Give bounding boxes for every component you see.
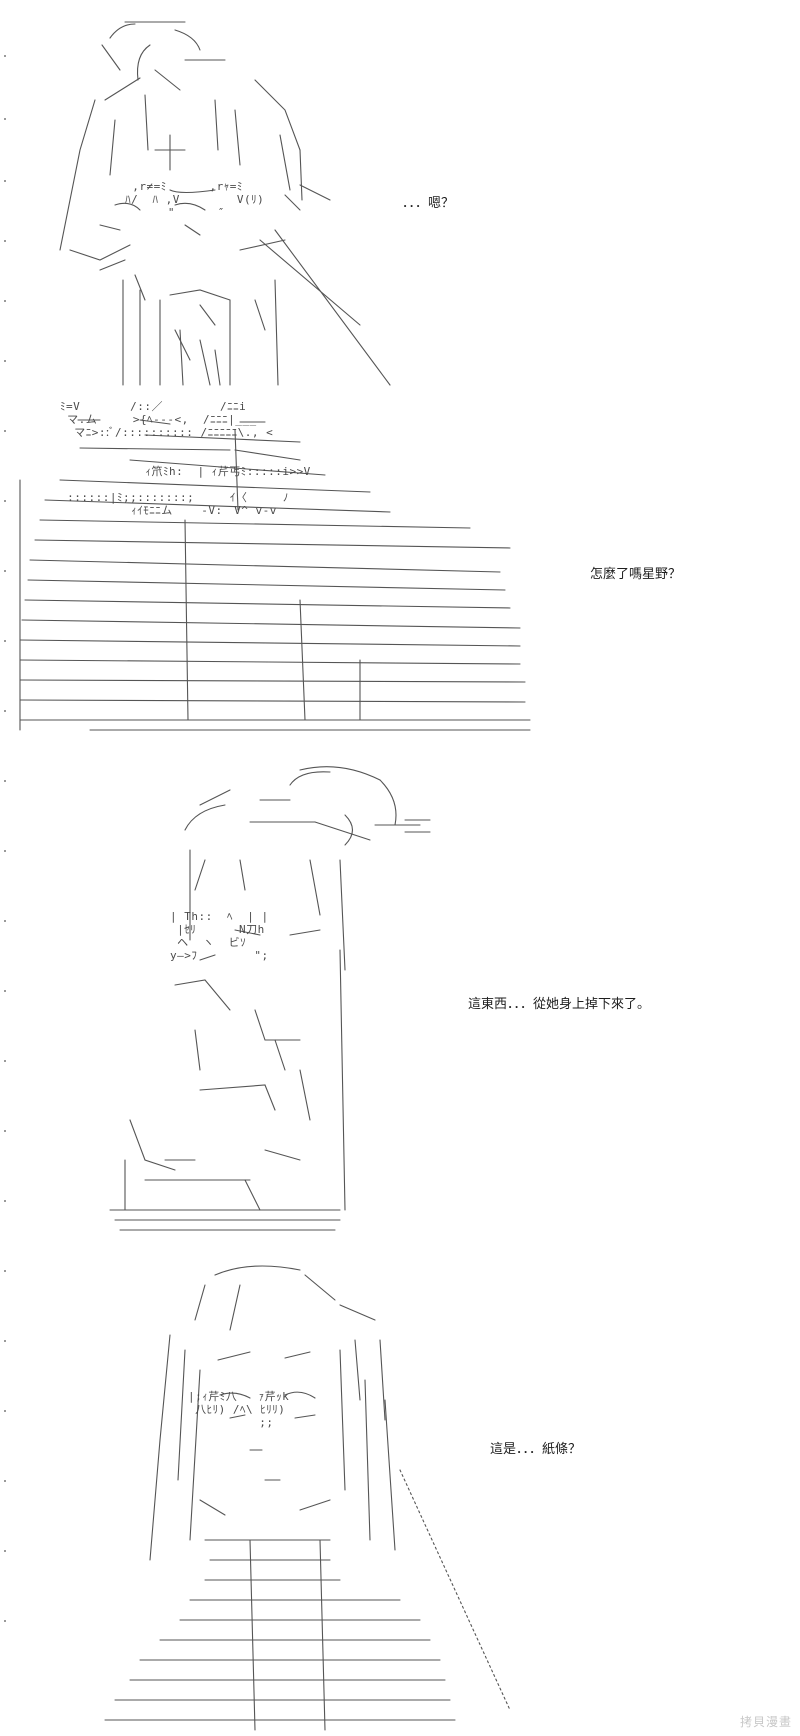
panel-1: ,r≠=ﾐ ,rｬ=ﾐ ﾊ/ ﾊ ,V V(ﾘ) " ″ ．．．嗯？ [0,0,800,400]
panel-4-ascii-detail: |;ｨ芹ﾐ八 ｧ芹ｯk 八ﾋﾘ) /ﾍ\ ﾋﾘﾘ) ;; [188,1390,290,1429]
panel-2-dialogue: 怎麼了嗎星野？ [590,567,682,582]
panel-2-ascii-detail: ﾐ=V /::／ /ﾆﾆi マ.ム >{ﾍ---<, /ﾆﾆﾆ|___ マﾆ>:… [60,400,311,517]
panel-4: |;ｨ芹ﾐ八 ｧ芹ｯk 八ﾋﾘ) /ﾍ\ ﾋﾘﾘ) ;; 這是．．．紙條？ [0,1240,800,1736]
panel-1-character-art [0,0,420,400]
panel-3-dialogue: 這東西．．．從她身上掉下來了。 [468,997,651,1012]
panel-1-dialogue: ．．．嗯？ [402,196,455,211]
panel-3: | Th:: ﾍ | | |ｾﾘ N刀h ヘ ヽ ビｿ y―>ﾌ "; 這東西．… [0,740,800,1240]
left-edge-dots [4,0,8,1736]
watermark-logo: 拷貝漫畫 [739,1715,792,1729]
panel-3-ascii-detail: | Th:: ﾍ | | |ｾﾘ N刀h ヘ ヽ ビｿ y―>ﾌ "; [170,910,269,962]
panel-1-ascii-detail: ,r≠=ﾐ ,rｬ=ﾐ ﾊ/ ﾊ ,V V(ﾘ) " ″ [125,180,265,219]
panel-2-character-art [0,400,560,740]
panel-3-character-art [0,740,460,1240]
panel-4-dialogue: 這是．．．紙條？ [490,1442,582,1457]
panel-2: ﾐ=V /::／ /ﾆﾆi マ.ム >{ﾍ---<, /ﾆﾆﾆ|___ マﾆ>:… [0,400,800,740]
panel-4-character-art [0,1240,520,1736]
